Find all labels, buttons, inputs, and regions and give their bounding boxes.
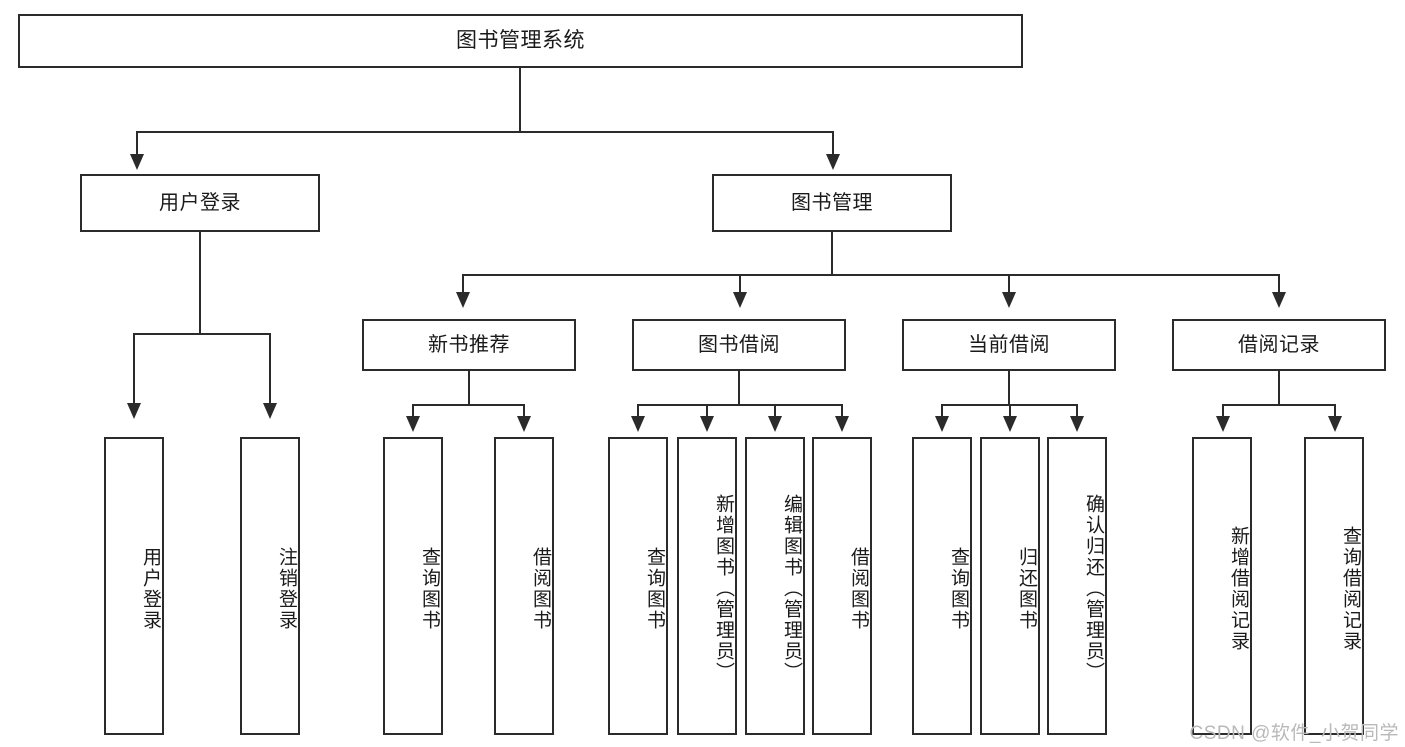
node-label: 图书借阅 <box>698 334 780 356</box>
edge-root-bus <box>136 131 834 133</box>
arrow-current-leaf-3 <box>1070 416 1084 432</box>
edge-borrow-to-leaf-2 <box>706 404 708 418</box>
arrow-newbook-leaf-1 <box>406 416 420 432</box>
node-label: 用户登录 <box>159 192 241 214</box>
node-label: 借阅图书 <box>530 547 551 631</box>
node-label: 注销登录 <box>276 547 297 631</box>
edge-book-mgmt-stem <box>831 232 833 276</box>
node-label: 借阅图书 <box>848 547 869 631</box>
edge-user-login-to-leaf-2 <box>269 333 271 405</box>
node-label: 编辑图书（管理员） <box>781 493 802 683</box>
node-label: 归还图书 <box>1016 547 1037 631</box>
node-root-system[interactable]: 图书管理系统 <box>18 14 1023 68</box>
arrow-record-leaf-2 <box>1328 416 1342 432</box>
node-label: 新书推荐 <box>428 334 510 356</box>
arrow-borrow-leaf-4 <box>835 416 849 432</box>
node-label: 确认归还（管理员） <box>1083 493 1104 683</box>
arrow-to-record <box>1272 292 1286 308</box>
node-borrow-record[interactable]: 借阅记录 <box>1172 319 1386 371</box>
edge-borrow-to-leaf-3 <box>774 404 776 418</box>
edge-user-login-bus <box>133 333 270 335</box>
leaf-logout[interactable]: 注销登录 <box>240 437 300 735</box>
arrow-to-leaf-user-login <box>127 403 141 419</box>
arrow-borrow-leaf-2 <box>700 416 714 432</box>
arrow-current-leaf-1 <box>935 416 949 432</box>
edge-borrow-to-leaf-1 <box>637 404 639 418</box>
arrow-to-current <box>1002 292 1016 308</box>
edge-book-mgmt-to-current <box>1008 274 1010 294</box>
leaf-record-add-record[interactable]: 新增借阅记录 <box>1192 437 1252 735</box>
node-label: 新增借阅记录 <box>1228 526 1249 652</box>
leaf-current-query-book[interactable]: 查询图书 <box>912 437 972 735</box>
node-label: 查询借阅记录 <box>1340 526 1361 652</box>
edge-user-login-to-leaf-1 <box>133 333 135 405</box>
arrow-borrow-leaf-1 <box>631 416 645 432</box>
arrow-record-leaf-1 <box>1216 416 1230 432</box>
leaf-current-return-book[interactable]: 归还图书 <box>980 437 1040 735</box>
arrow-current-leaf-2 <box>1003 416 1017 432</box>
edge-root-to-user-login <box>136 131 138 156</box>
leaf-borrow-edit-book-admin[interactable]: 编辑图书（管理员） <box>745 437 805 735</box>
leaf-borrow-borrow-book[interactable]: 借阅图书 <box>812 437 872 735</box>
node-user-login[interactable]: 用户登录 <box>80 174 320 232</box>
node-label: 查询图书 <box>948 547 969 631</box>
leaf-record-query-record[interactable]: 查询借阅记录 <box>1304 437 1364 735</box>
node-new-book-recommend[interactable]: 新书推荐 <box>362 319 576 371</box>
edge-user-login-stem <box>199 232 201 335</box>
edge-current-stem <box>1008 371 1010 406</box>
edge-book-mgmt-to-newbook <box>462 274 464 294</box>
edge-book-mgmt-bus <box>462 274 1280 276</box>
edge-current-to-leaf-1 <box>941 404 943 418</box>
node-label: 图书管理 <box>791 192 873 214</box>
node-label: 用户登录 <box>140 547 161 631</box>
edge-borrow-stem <box>738 371 740 406</box>
edge-root-to-book-mgmt <box>832 131 834 156</box>
node-label: 查询图书 <box>644 547 665 631</box>
node-label: 查询图书 <box>419 547 440 631</box>
edge-record-to-leaf-1 <box>1222 404 1224 418</box>
arrow-to-leaf-logout <box>263 403 277 419</box>
edge-borrow-bus <box>637 404 843 406</box>
edge-newbook-bus <box>412 404 525 406</box>
edge-newbook-to-leaf-2 <box>523 404 525 418</box>
node-book-borrow[interactable]: 图书借阅 <box>632 319 846 371</box>
arrow-to-book-mgmt <box>826 154 840 170</box>
leaf-newbook-borrow-book[interactable]: 借阅图书 <box>494 437 554 735</box>
edge-root-stem <box>519 68 521 133</box>
arrow-newbook-leaf-2 <box>517 416 531 432</box>
leaf-borrow-query-book[interactable]: 查询图书 <box>608 437 668 735</box>
leaf-newbook-query-book[interactable]: 查询图书 <box>383 437 443 735</box>
node-label: 借阅记录 <box>1238 334 1320 356</box>
edge-record-stem <box>1278 371 1280 406</box>
edge-newbook-to-leaf-1 <box>412 404 414 418</box>
leaf-borrow-add-book-admin[interactable]: 新增图书（管理员） <box>677 437 737 735</box>
node-book-management[interactable]: 图书管理 <box>712 174 952 232</box>
node-label: 新增图书（管理员） <box>713 493 734 683</box>
edge-newbook-stem <box>468 371 470 406</box>
watermark-text: CSDN @软件_小贺同学 <box>1189 723 1399 744</box>
arrow-borrow-leaf-3 <box>768 416 782 432</box>
leaf-current-confirm-return-admin[interactable]: 确认归还（管理员） <box>1047 437 1107 735</box>
arrow-to-newbook <box>456 292 470 308</box>
edge-current-to-leaf-2 <box>1009 404 1011 418</box>
edge-record-bus <box>1222 404 1336 406</box>
edge-current-to-leaf-3 <box>1076 404 1078 418</box>
arrow-to-user-login <box>130 154 144 170</box>
node-label: 图书管理系统 <box>456 29 585 53</box>
edge-book-mgmt-to-record <box>1278 274 1280 294</box>
node-label: 当前借阅 <box>968 334 1050 356</box>
arrow-to-borrow <box>733 292 747 308</box>
edge-record-to-leaf-2 <box>1334 404 1336 418</box>
edge-book-mgmt-to-borrow <box>739 274 741 294</box>
edge-borrow-to-leaf-4 <box>841 404 843 418</box>
node-current-borrow[interactable]: 当前借阅 <box>902 319 1116 371</box>
leaf-user-login[interactable]: 用户登录 <box>104 437 164 735</box>
